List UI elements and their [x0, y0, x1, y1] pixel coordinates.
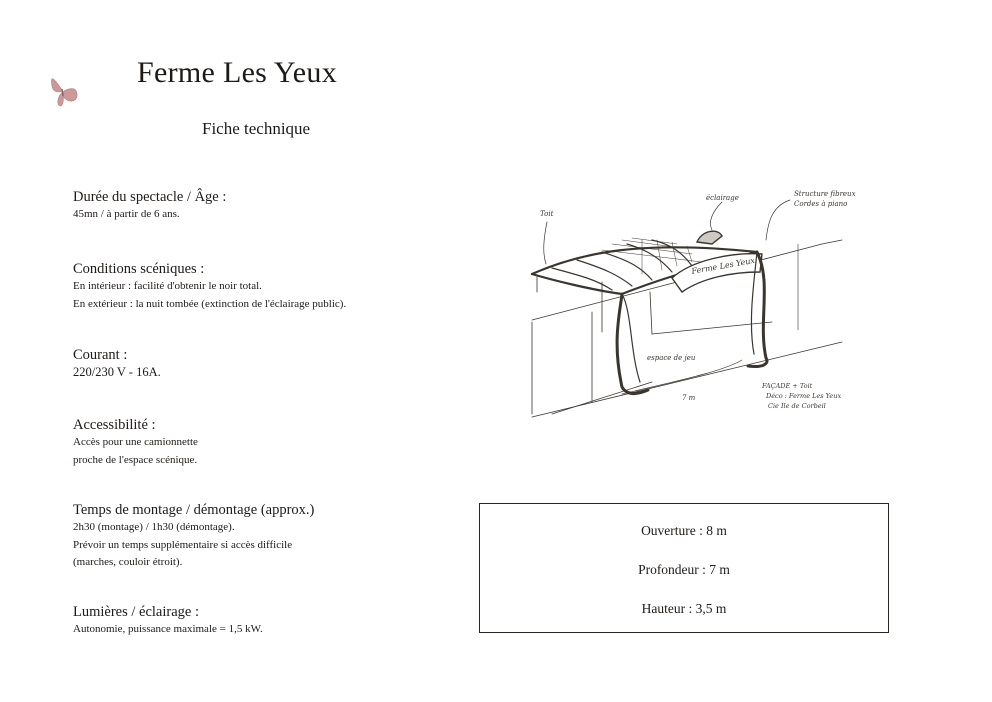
section-line: Accès pour une camionnette	[73, 436, 198, 448]
section-heading: Accessibilité :	[73, 417, 156, 433]
dimension-hauteur: Hauteur : 3,5 m	[641, 601, 727, 616]
stage-sketch: Toit éclairage Structure fibreux Cordes …	[530, 190, 856, 418]
section-line: 220/230 V - 16A.	[73, 365, 161, 379]
page-title: Ferme Les Yeux	[137, 56, 338, 89]
section-conditions: Conditions scéniques : En intérieur : fa…	[73, 260, 473, 313]
sketch-signature-2: Déco : Ferme Les Yeux	[765, 392, 841, 400]
section-line: En extérieur : la nuit tombée (extinctio…	[73, 297, 347, 310]
sketch-label-structure: Structure fibreux	[794, 190, 856, 198]
section-heading: Courant :	[73, 347, 128, 363]
section-duree: Durée du spectacle / Âge : 45mn / à part…	[73, 188, 473, 224]
sketch-label-dim: 7 m	[682, 394, 696, 402]
sketch-label-structure2: Cordes à piano	[794, 200, 847, 208]
dimensions-box: Ouverture : 8 m Profondeur : 7 m Hauteur…	[479, 503, 889, 633]
section-accessibilite: Accessibilité : Accès pour une camionnet…	[73, 416, 473, 469]
section-line: 45mn / à partir de 6 ans.	[73, 208, 180, 220]
section-line: En intérieur : facilité d'obtenir le noi…	[73, 280, 262, 292]
section-line: Autonomie, puissance maximale = 1,5 kW.	[73, 623, 263, 635]
sketch-signature-3: Cie Ile de Corbeil	[768, 402, 826, 410]
section-montage: Temps de montage / démontage (approx.) 2…	[73, 501, 473, 572]
dimension-ouverture: Ouverture : 8 m	[641, 523, 727, 538]
section-line: Prévoir un temps supplémentaire si accès…	[73, 538, 293, 551]
sketch-label-eclairage: éclairage	[706, 194, 739, 202]
section-lumieres: Lumières / éclairage : Autonomie, puissa…	[73, 603, 473, 639]
section-heading: Temps de montage / démontage (approx.)	[73, 502, 315, 518]
page-subtitle: Fiche technique	[202, 119, 311, 138]
butterfly-icon	[51, 78, 78, 107]
section-heading: Durée du spectacle / Âge :	[73, 189, 227, 205]
section-line: (marches, couloir étroit).	[73, 556, 183, 568]
section-courant: Courant : 220/230 V - 16A.	[73, 346, 473, 382]
section-heading: Lumières / éclairage :	[73, 604, 200, 620]
section-line: 2h30 (montage) / 1h30 (démontage).	[73, 521, 235, 533]
section-line: proche de l'espace scénique.	[73, 453, 198, 466]
sketch-label-toit: Toit	[540, 210, 554, 218]
dimension-profondeur: Profondeur : 7 m	[638, 562, 730, 577]
sketch-label-espace: espace de jeu	[647, 354, 696, 362]
section-heading: Conditions scéniques :	[73, 261, 205, 277]
sketch-signature-1: FAÇADE + Toit	[761, 382, 813, 390]
